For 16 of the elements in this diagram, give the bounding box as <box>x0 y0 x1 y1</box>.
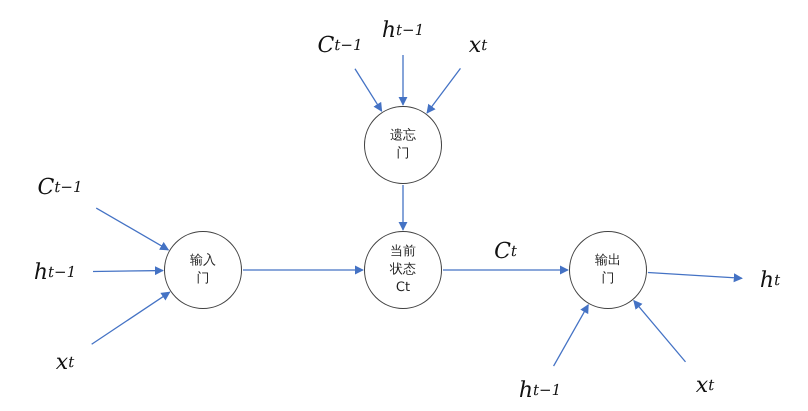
gate-label: 遗忘门 <box>389 127 417 163</box>
gate-label: 当前状态Ct <box>389 243 417 297</box>
arrow <box>648 272 743 282</box>
arrow <box>426 68 461 114</box>
gate-label: 输出门 <box>594 252 622 288</box>
arrow <box>243 265 364 275</box>
arrow <box>398 55 408 106</box>
arrow <box>398 185 408 231</box>
arrow <box>354 68 382 112</box>
arrow <box>633 300 686 362</box>
arrow <box>443 265 569 275</box>
arrow <box>93 266 164 276</box>
arrow <box>553 304 589 366</box>
arrow <box>91 292 170 345</box>
gate-label: 输入门 <box>189 252 217 288</box>
arrow <box>96 207 170 250</box>
